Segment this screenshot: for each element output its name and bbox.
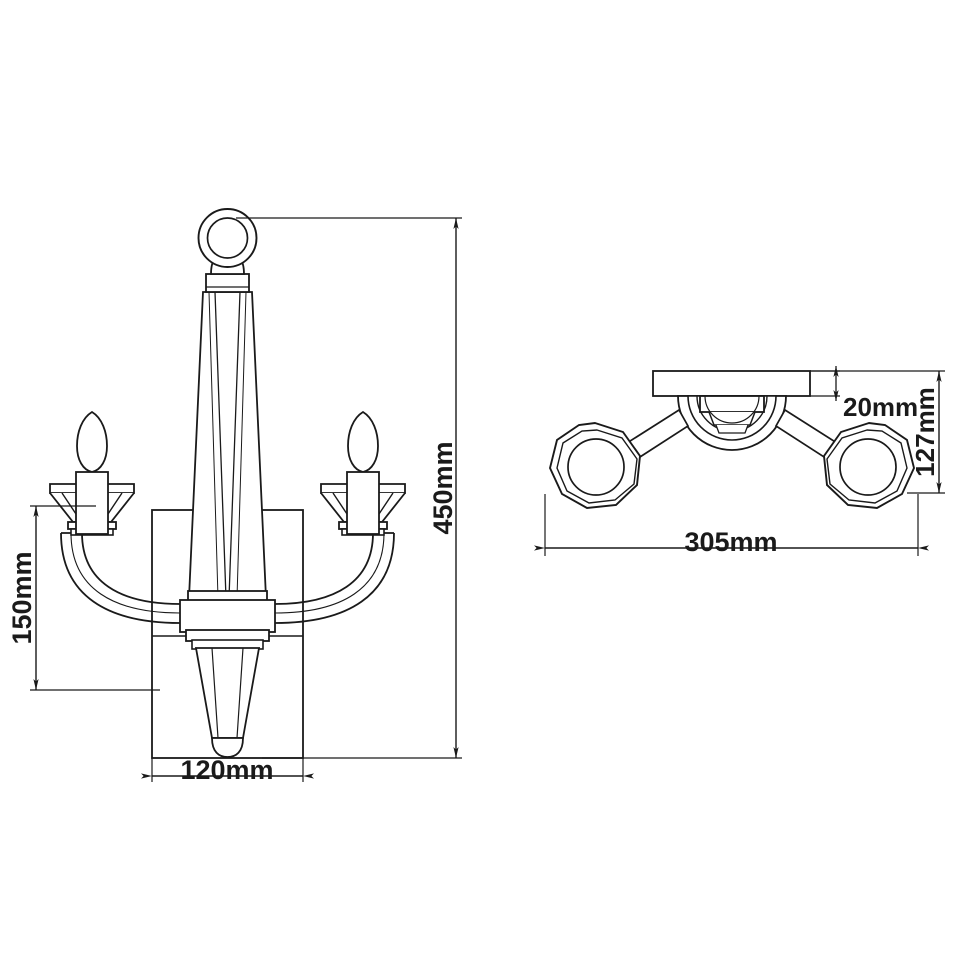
- dimension-overall-width: 305mm: [534, 494, 929, 557]
- dimension-arm-drop: 150mm: [7, 505, 160, 691]
- dimension-projection: 127mm: [810, 370, 945, 494]
- dimension-label-120mm: 120mm: [180, 755, 273, 785]
- right-candle-assembly: [320, 411, 406, 536]
- dimension-label-20mm: 20mm: [843, 392, 918, 422]
- left-candle-assembly: [49, 411, 135, 536]
- top-plan-view: 20mm 127mm 305mm: [534, 366, 945, 557]
- dimension-label-450mm: 450mm: [428, 441, 458, 534]
- left-arm: [60, 532, 181, 624]
- bottom-finial: [194, 647, 261, 758]
- center-collar: [179, 590, 276, 650]
- dimension-label-305mm: 305mm: [684, 527, 777, 557]
- wall-plate: [652, 370, 811, 397]
- center-mount: [677, 395, 787, 451]
- left-bulb: [75, 411, 109, 535]
- right-bobeche-plan: [823, 422, 916, 509]
- front-elevation-view: 450mm 150mm 120mm: [7, 208, 462, 785]
- left-bobeche-plan: [548, 422, 641, 509]
- dimension-plate-thickness: 20mm: [810, 366, 918, 422]
- right-bulb: [346, 411, 380, 535]
- ring-finial: [197, 208, 258, 268]
- dimension-label-150mm: 150mm: [7, 551, 37, 644]
- central-column: [188, 291, 267, 599]
- dimension-backplate-width: 120mm: [141, 755, 314, 785]
- dimension-label-127mm: 127mm: [910, 387, 940, 477]
- dimension-overall-height: 450mm: [236, 217, 462, 759]
